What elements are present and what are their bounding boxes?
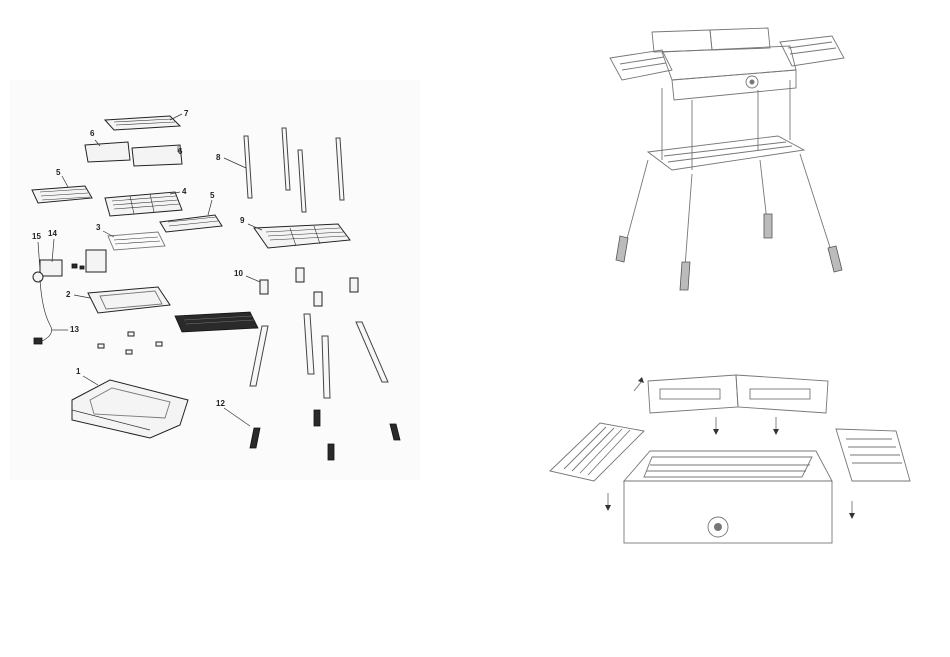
part-label-9: 9 <box>240 216 245 225</box>
dark-grill-plate <box>175 312 258 332</box>
part-label-4: 4 <box>182 187 187 196</box>
wind-guard-assembly <box>634 375 828 413</box>
part-label-6b: 6 <box>178 147 183 156</box>
part-label-12: 12 <box>216 399 225 408</box>
side-shelf-left <box>550 423 644 481</box>
side-shelf-right <box>836 429 910 481</box>
part-13-power-cord: 13 <box>34 280 79 344</box>
small-clips <box>98 332 162 354</box>
part-10-leg-connectors: 10 <box>234 268 358 306</box>
part-2-drip-tray: 2 <box>66 287 170 313</box>
part-12-leg-tips: 12 <box>216 399 400 460</box>
part-label-5b: 5 <box>210 191 215 200</box>
part-8-upper-legs: 8 <box>216 128 344 212</box>
part-label-6a: 6 <box>90 129 95 138</box>
tabletop-assembly-illustration <box>540 365 920 555</box>
part-label-14: 14 <box>48 229 57 238</box>
part-14-thermostat: 15 14 <box>32 229 106 282</box>
grill-base-body <box>624 451 832 543</box>
assembled-grill-top <box>610 28 844 100</box>
assembled-stand-grill-illustration <box>600 10 860 295</box>
part-label-8: 8 <box>216 153 221 162</box>
part-3-heating-element: 3 <box>96 223 165 250</box>
part-1-base-housing: 1 <box>72 367 188 438</box>
part-label-3: 3 <box>96 223 101 232</box>
part-9-lower-shelf: 9 <box>240 216 350 248</box>
part-label-15: 15 <box>32 232 41 241</box>
part-label-10: 10 <box>234 269 243 278</box>
part-label-5a: 5 <box>56 168 61 177</box>
part-7-wind-guard-rack: 7 <box>105 109 189 130</box>
part-label-2: 2 <box>66 290 71 299</box>
part-label-1: 1 <box>76 367 81 376</box>
assembled-grill-legs <box>616 80 842 290</box>
lower-legs <box>250 314 388 398</box>
part-6-wind-guards: 6 6 <box>85 129 183 166</box>
part-label-13: 13 <box>70 325 79 334</box>
exploded-parts-diagram: 7 6 6 5 5 4 3 <box>10 80 420 480</box>
part-label-7: 7 <box>184 109 189 118</box>
part-4-grill-grate: 4 <box>105 187 187 216</box>
